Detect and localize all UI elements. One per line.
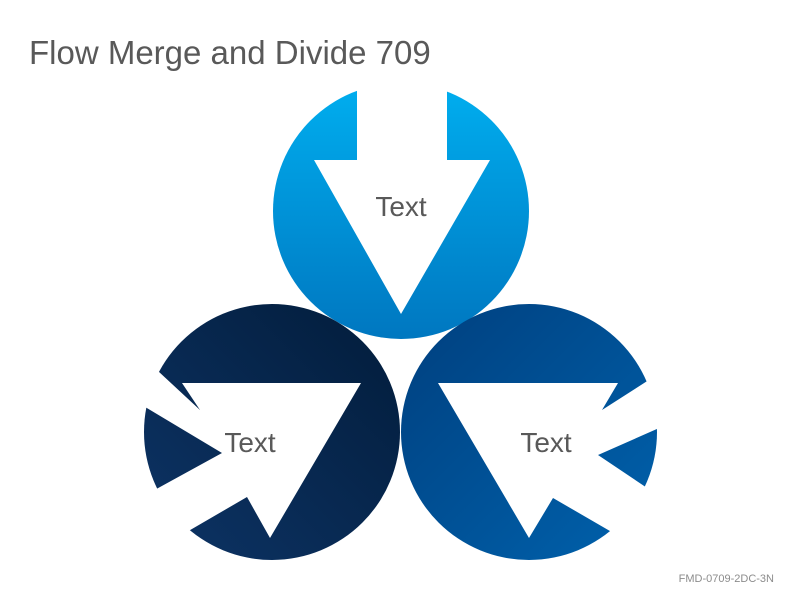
page-title: Flow Merge and Divide 709 <box>29 34 431 71</box>
node-label-left: Text <box>224 427 276 458</box>
footer-code: FMD-0709-2DC-3N <box>678 573 774 585</box>
node-circle-left <box>144 304 400 560</box>
node-circle-right <box>401 304 657 560</box>
node-label-top: Text <box>375 191 427 222</box>
node-label-right: Text <box>520 427 572 458</box>
node-circle-top <box>273 83 529 339</box>
